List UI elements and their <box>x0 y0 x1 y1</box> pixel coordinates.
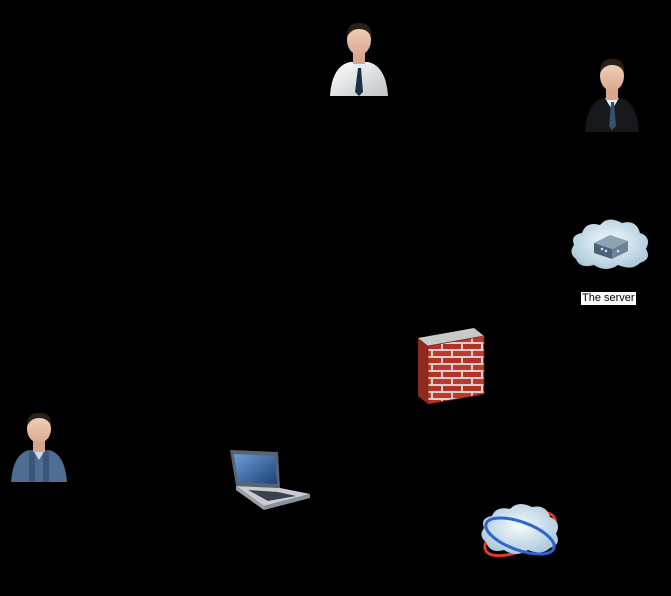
cloud-server-icon <box>571 219 648 269</box>
person-white-coat-icon <box>330 22 388 96</box>
person-worker-overalls-icon <box>11 412 67 482</box>
internet-cloud-icon <box>481 503 558 558</box>
brick-firewall-icon <box>418 328 485 405</box>
person-dark-suit-icon <box>585 58 639 132</box>
server-label: The server <box>581 292 636 305</box>
laptop-icon <box>230 450 310 510</box>
